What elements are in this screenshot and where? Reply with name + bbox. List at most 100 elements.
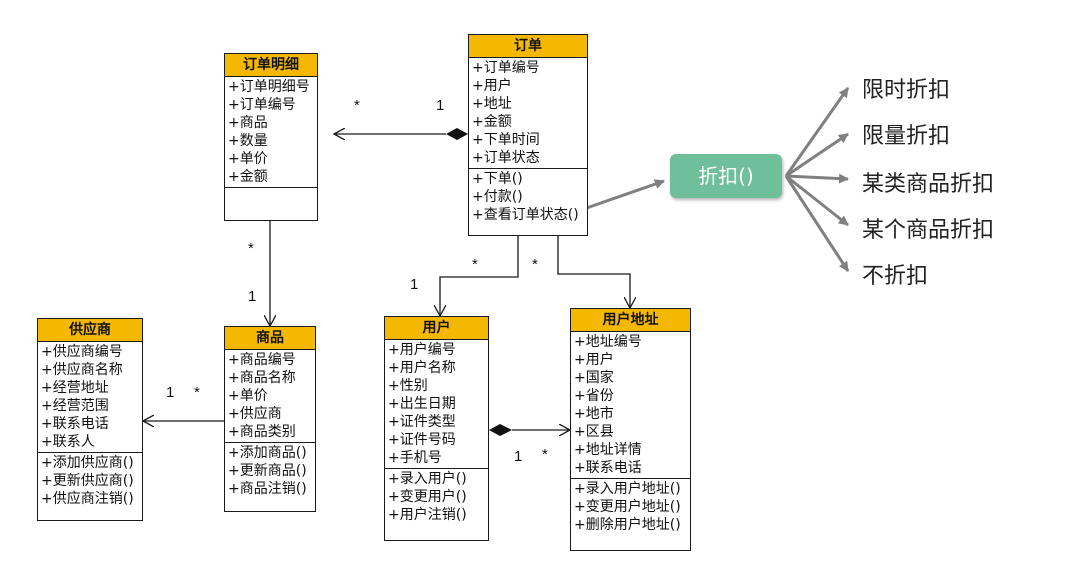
attribute: +手机号	[388, 450, 442, 466]
mult-order-addr-star: *	[532, 256, 538, 273]
attributes-section: +地址编号 +用户 +国家 +省份 +地市 +区县 +地址详情 +联系电话	[571, 332, 690, 479]
attribute: +下单时间	[472, 132, 540, 148]
method: +删除用户地址()	[574, 517, 681, 533]
attribute: +地址详情	[574, 442, 642, 458]
method: +商品注销()	[228, 481, 307, 497]
attribute: +商品	[228, 115, 268, 131]
attribute: +金额	[472, 114, 512, 130]
attribute: +用户	[574, 352, 614, 368]
method: +添加商品()	[228, 445, 307, 461]
mult-user-one: 1	[410, 276, 419, 293]
method: +付款()	[472, 189, 523, 205]
class-supplier: 供应商 +供应商编号 +供应商名称 +经营地址 +经营范围 +联系电话 +联系人 +添加供应商…	[37, 318, 143, 521]
mult-product-one: 1	[248, 288, 257, 305]
mult-order-user-star: *	[472, 256, 478, 273]
attribute: +订单编号	[472, 60, 540, 76]
discount-arrow-1	[784, 87, 850, 177]
method: +供应商注销()	[41, 491, 134, 507]
attribute: +出生日期	[388, 396, 456, 412]
mult-order-detail-star: *	[354, 97, 360, 114]
class-name: 用户地址	[571, 309, 690, 332]
order-discount-arrow	[577, 179, 665, 213]
attributes-section: +订单明细号+订单编号+商品+数量+单价+金额	[225, 77, 317, 188]
attribute: +证件号码	[388, 432, 456, 448]
class-name: 用户	[385, 317, 488, 340]
attribute: +联系电话	[41, 416, 109, 432]
discount-arrow-2	[785, 132, 849, 178]
attribute: +单价	[228, 388, 268, 404]
attribute: +订单状态	[472, 150, 540, 166]
discount-arrow-4	[785, 174, 849, 227]
class-order: 订单+订单编号+用户+地址+金额+下单时间+订单状态+下单()+付款()+查看订…	[468, 34, 588, 236]
order-address-line	[557, 236, 630, 308]
discount-arrow-5	[784, 175, 850, 272]
attribute: +供应商	[228, 406, 282, 422]
discount-option-none: 不折扣	[862, 264, 929, 289]
class-user: 用户 +用户编号 +用户名称 +性别 +出生日期 +证件类型 +证件号码 +手机号 +录入用户(…	[384, 316, 489, 541]
attribute: +用户	[472, 78, 512, 94]
methods-section: +添加供应商() +更新供应商() +供应商注销()	[38, 453, 142, 509]
attributes-section: +商品编号 +商品名称 +单价 +供应商 +商品类别	[225, 350, 315, 443]
attribute: +国家	[574, 370, 614, 386]
method: +下单()	[472, 171, 523, 187]
attribute: +区县	[574, 424, 614, 440]
mult-product-star: *	[194, 384, 200, 401]
attribute: +数量	[228, 133, 268, 149]
discount-option-time-limited: 限时折扣	[862, 78, 951, 103]
order-user-line	[440, 236, 519, 316]
discount-option-quantity-limited: 限量折扣	[862, 124, 951, 149]
method: +查看订单状态()	[472, 207, 579, 223]
attribute: +用户编号	[388, 342, 456, 358]
method: +录入用户地址()	[574, 481, 681, 497]
attribute: +金额	[228, 169, 268, 185]
methods-section: +添加商品() +更新商品() +商品注销()	[225, 443, 315, 499]
attribute: +商品类别	[228, 424, 296, 440]
user-address-diamond	[489, 424, 512, 436]
class-address: 用户地址 +地址编号 +用户 +国家 +省份 +地市 +区县 +地址详情 +联系电话 +录入用户地…	[570, 308, 691, 551]
method: +添加供应商()	[41, 455, 134, 471]
class-name: 订单	[469, 35, 587, 58]
attribute: +订单明细号	[228, 79, 310, 95]
methods-section: +下单() +付款() +查看订单状态()	[469, 169, 587, 225]
attribute: +性别	[388, 378, 428, 394]
method: +变更用户地址()	[574, 499, 681, 515]
attribute: +用户名称	[388, 360, 456, 376]
class-order-detail: 订单明细+订单明细号+订单编号+商品+数量+单价+金额	[224, 53, 318, 221]
attribute: +地市	[574, 406, 614, 422]
mult-detail-down-star: *	[248, 240, 254, 257]
attributes-section: +订单编号+用户+地址+金额+下单时间+订单状态	[469, 58, 587, 169]
mult-addr-star: *	[542, 446, 548, 463]
attribute: +联系电话	[574, 460, 642, 476]
discount-option-single-product: 某个商品折扣	[862, 218, 995, 243]
method: +更新供应商()	[41, 473, 134, 489]
attribute: +联系人	[41, 434, 95, 450]
method: +用户注销()	[388, 507, 467, 523]
methods-section	[225, 188, 317, 210]
methods-section: +录入用户地址() +变更用户地址() +删除用户地址()	[571, 479, 690, 535]
attribute: +经营范围	[41, 398, 109, 414]
method: +变更用户()	[388, 489, 467, 505]
mult-supplier-one: 1	[166, 384, 175, 401]
attribute: +供应商名称	[41, 362, 123, 378]
attributes-section: +用户编号 +用户名称 +性别 +出生日期 +证件类型 +证件号码 +手机号	[385, 340, 488, 469]
class-name: 供应商	[38, 319, 142, 342]
attribute: +证件类型	[388, 414, 456, 430]
mult-user-addr-one: 1	[514, 448, 523, 465]
class-name: 商品	[225, 327, 315, 350]
attribute: +地址编号	[574, 334, 642, 350]
attribute: +商品编号	[228, 352, 296, 368]
method: +更新商品()	[228, 463, 307, 479]
attributes-section: +供应商编号 +供应商名称 +经营地址 +经营范围 +联系电话 +联系人	[38, 342, 142, 453]
class-name: 订单明细	[225, 54, 317, 77]
attribute: +供应商编号	[41, 344, 123, 360]
discount-node: 折扣()	[670, 154, 782, 198]
attribute: +商品名称	[228, 370, 296, 386]
attribute: +经营地址	[41, 380, 109, 396]
method: +录入用户()	[388, 471, 467, 487]
discount-option-category: 某类商品折扣	[862, 172, 995, 197]
class-product: 商品 +商品编号 +商品名称 +单价 +供应商 +商品类别 +添加商品() +更新商品() +商…	[224, 326, 316, 512]
attribute: +订单编号	[228, 97, 296, 113]
methods-section: +录入用户() +变更用户() +用户注销()	[385, 469, 488, 525]
attribute: +省份	[574, 388, 614, 404]
